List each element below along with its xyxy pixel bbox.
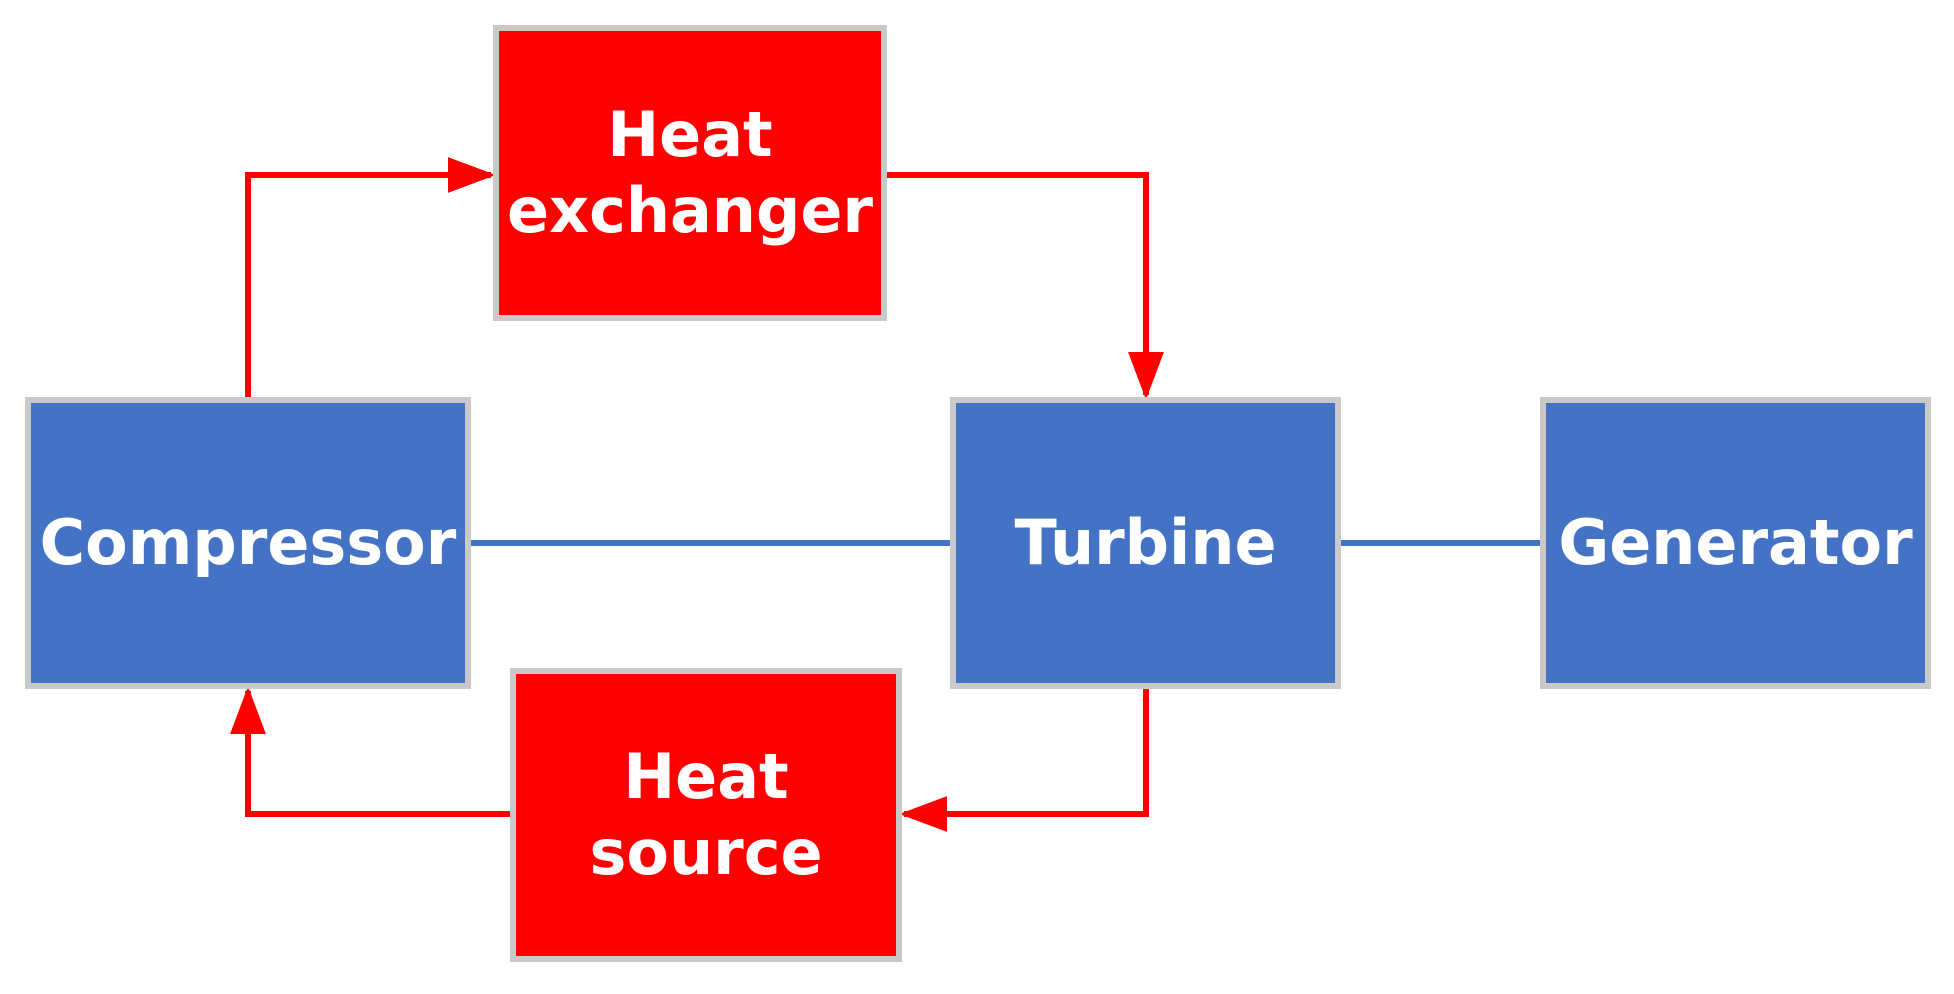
arrow-compressor-to-heat-exchanger	[245, 157, 496, 397]
compressor-label: Compressor	[39, 505, 457, 579]
generator-box: Generator	[1540, 397, 1931, 689]
compressor-box: Compressor	[25, 397, 471, 689]
heat-exchanger-label: Heat exchanger	[507, 97, 873, 247]
arrow-turbine-to-heat-source	[899, 689, 1149, 832]
turbine-box: Turbine	[950, 397, 1341, 689]
generator-label: Generator	[1558, 505, 1913, 579]
turbine-label: Turbine	[1014, 505, 1277, 579]
heat-source-box: Heat source	[510, 668, 902, 962]
arrow-heat-exchanger-to-turbine	[887, 172, 1164, 400]
arrow-heat-source-to-compressor	[230, 686, 510, 817]
heat-exchanger-box: Heat exchanger	[493, 25, 887, 321]
heat-source-label: Heat source	[589, 739, 823, 889]
